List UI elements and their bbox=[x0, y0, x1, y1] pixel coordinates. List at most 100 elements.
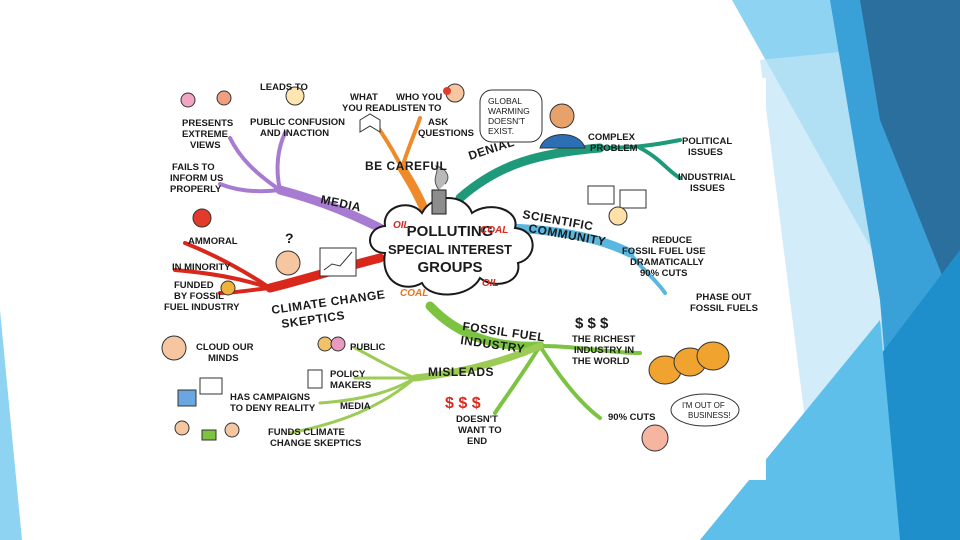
skeptics-sub-line-1 bbox=[183, 241, 272, 290]
denial-branch-line bbox=[455, 143, 605, 203]
fuel-tag-coal-2: COAL bbox=[400, 288, 428, 299]
misleads-sub-line-3 bbox=[318, 376, 417, 405]
misleads-leaf-3: MEDIA bbox=[340, 401, 371, 412]
media-branch-line bbox=[275, 185, 385, 233]
denial-group: DENIAL GLOBAL WARMING DOESN'T EXIST. COM… bbox=[467, 89, 736, 194]
foggy-head-icon bbox=[161, 335, 187, 361]
paying-figures-icon bbox=[174, 420, 240, 441]
fossil-branch-line bbox=[425, 301, 545, 351]
fossil-leaf-6: WANT TO bbox=[458, 425, 502, 436]
skeptics-question-mark: ? bbox=[285, 230, 294, 246]
speech-bubble: GLOBAL WARMING DOESN'T EXIST. bbox=[479, 89, 543, 143]
fuel-tag-oil-1: OIL bbox=[393, 220, 410, 231]
fossil-group: FOSSIL FUEL INDUSTRY $ $ $ THE RICHEST I… bbox=[445, 315, 740, 452]
center-title-line-2: SPECIAL INTEREST bbox=[388, 242, 512, 257]
fossil-sub-line-2 bbox=[538, 344, 602, 420]
open-book-icon bbox=[359, 113, 381, 133]
be-careful-label: BE CAREFUL bbox=[365, 159, 447, 173]
media-sub-line-2 bbox=[275, 131, 287, 192]
misleads-leaf-4b: TO DENY REALITY bbox=[230, 403, 316, 414]
center-title-line-1: POLLUTING bbox=[407, 223, 494, 240]
money-bags-icon bbox=[648, 341, 730, 385]
misleads-leaf-2a: POLICY bbox=[330, 369, 366, 380]
denial-sub-line-2 bbox=[638, 146, 682, 180]
out-of-business-bubble: I'M OUT OF BUSINESS! bbox=[670, 393, 740, 427]
misleads-sub-line-1 bbox=[353, 346, 417, 380]
screen-and-newspaper-icon bbox=[177, 377, 223, 407]
fossil-leaf-3: THE WORLD bbox=[572, 356, 630, 367]
media-leaf-1b: EXTREME bbox=[182, 129, 228, 140]
center-node: POLLUTING SPECIAL INTEREST GROUPS OIL CO… bbox=[369, 165, 534, 299]
right-facet-dark bbox=[860, 0, 960, 320]
scientific-leaf-3: DRAMATICALLY bbox=[630, 257, 705, 268]
media-sub-line-3 bbox=[218, 182, 282, 194]
document-icon bbox=[307, 369, 323, 389]
skeptics-leaf-4b: MINDS bbox=[208, 353, 239, 364]
misleads-leaf-5a: FUNDS CLIMATE bbox=[268, 427, 345, 438]
fossil-leaf-4: 90% CUTS bbox=[608, 412, 656, 423]
fuel-tag-oil-2: OIL bbox=[482, 278, 499, 289]
media-leaf-3b: INFORM US bbox=[170, 173, 223, 184]
fossil-dollars-bottom: $ $ $ bbox=[445, 395, 481, 412]
smokestack-icon bbox=[431, 165, 449, 215]
media-leaf-3a: FAILS TO bbox=[172, 162, 215, 173]
scientific-branch-line bbox=[505, 223, 635, 258]
media-leaf-2b: PUBLIC CONFUSION bbox=[250, 117, 345, 128]
mind-map: POLLUTING SPECIAL INTEREST GROUPS OIL CO… bbox=[160, 78, 766, 480]
scientific-sub-line bbox=[628, 251, 667, 295]
scientific-leaf-4: 90% CUTS bbox=[640, 268, 688, 279]
fossil-sub-line-3 bbox=[493, 344, 542, 415]
media-group: MEDIA PRESENTS EXTREME VIEWS LEADS TO PU… bbox=[170, 82, 363, 214]
misleads-sub-line-4 bbox=[288, 376, 417, 435]
scientific-leaf-2: FOSSIL FUEL USE bbox=[622, 246, 706, 257]
skeptic-figure-icon bbox=[275, 247, 357, 277]
careful-sub-line-2 bbox=[400, 116, 422, 170]
denial-leaf-1b: ISSUES bbox=[688, 147, 723, 158]
careful-leaf-1a: WHAT bbox=[350, 92, 378, 103]
right-facet-bottom-light bbox=[700, 320, 900, 540]
fossil-leaf-5: DOESN'T bbox=[456, 414, 498, 425]
scientists-icon bbox=[587, 185, 647, 226]
careful-leaf-3b: QUESTIONS bbox=[418, 128, 474, 139]
denial-leaf-1a: POLITICAL bbox=[682, 136, 732, 147]
misleads-label: MISLEADS bbox=[428, 365, 494, 379]
fossil-speech-1: I'M OUT OF bbox=[682, 401, 725, 410]
denial-sub-2: PROBLEM bbox=[590, 143, 638, 154]
fossil-sub-line-1 bbox=[538, 344, 642, 355]
worried-face-icon bbox=[641, 424, 669, 452]
skeptics-leaf-2: IN MINORITY bbox=[172, 262, 231, 273]
media-leaf-3c: PROPERLY bbox=[170, 184, 222, 195]
denial-speech-2: WARMING bbox=[488, 106, 530, 116]
skeptics-leaf-3a: FUNDED bbox=[174, 280, 214, 291]
careful-leaf-1b: YOU READ bbox=[342, 103, 392, 114]
scientific-leaf-6: FOSSIL FUELS bbox=[690, 303, 758, 314]
skeptics-leaf-3c: FUEL INDUSTRY bbox=[164, 302, 240, 313]
cartoon-figures-icon bbox=[180, 90, 232, 108]
media-leaf-1c: VIEWS bbox=[190, 140, 221, 151]
public-faces-icon bbox=[317, 336, 346, 352]
misleads-leaf-1: PUBLIC bbox=[350, 342, 386, 353]
denial-leaf-2b: ISSUES bbox=[690, 183, 725, 194]
misleads-leaf-5b: CHANGE SKEPTICS bbox=[270, 438, 361, 449]
skeptics-leaf-4a: CLOUD OUR bbox=[196, 342, 254, 353]
fuel-tag-coal-1: COAL bbox=[480, 225, 508, 236]
be-careful-group: BE CAREFUL WHAT YOU READ WHO YOU LISTEN … bbox=[342, 83, 474, 173]
denial-sub-1: COMPLEX bbox=[588, 132, 636, 143]
denial-speech-3: DOESN'T bbox=[488, 116, 525, 126]
scientific-leaf-1: REDUCE bbox=[652, 235, 692, 246]
left-accent-shape bbox=[0, 310, 22, 540]
devil-icon bbox=[192, 208, 212, 228]
confused-face-icon bbox=[285, 86, 305, 106]
media-leaf-2c: AND INACTION bbox=[260, 128, 329, 139]
misleads-leaf-2b: MAKERS bbox=[330, 380, 371, 391]
fossil-dollars-top: $ $ $ bbox=[575, 315, 609, 332]
skeptics-leaf-3b: BY FOSSIL bbox=[174, 291, 224, 302]
careful-leaf-2a: WHO YOU bbox=[396, 92, 442, 103]
fossil-leaf-1: THE RICHEST bbox=[572, 334, 636, 345]
skeptics-sub-line-2 bbox=[173, 268, 272, 290]
misleads-branch-line bbox=[411, 342, 544, 382]
center-cloud bbox=[369, 197, 534, 296]
money-bag-icon bbox=[220, 280, 236, 296]
denial-leaf-2a: INDUSTRIAL bbox=[678, 172, 736, 183]
